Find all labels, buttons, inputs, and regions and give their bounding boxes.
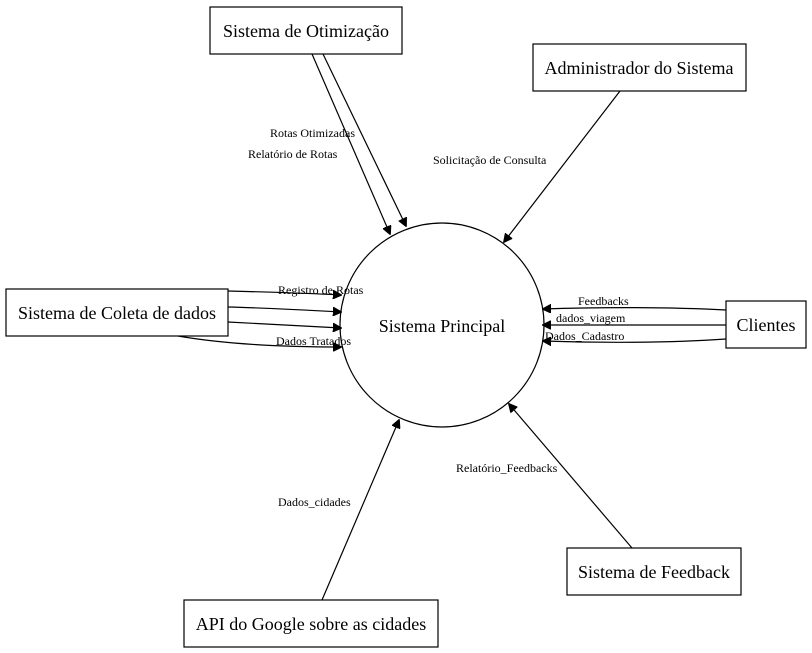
flow-registro-rotas bbox=[227, 291, 341, 295]
label-dados-viagem: dados_viagem bbox=[556, 311, 626, 325]
label-feedbacks: Feedbacks bbox=[578, 294, 629, 308]
flow-relatorio-rotas bbox=[322, 53, 406, 226]
entity-api-google-label: API do Google sobre as cidades bbox=[196, 614, 426, 634]
central-process: Sistema Principal bbox=[339, 222, 545, 428]
label-dados-tratados: Dados Tratados bbox=[276, 334, 351, 348]
entity-sistema-coleta-label: Sistema de Coleta de dados bbox=[18, 303, 216, 323]
label-dados-cidades: Dados_cidades bbox=[278, 495, 351, 509]
label-relatorio-feedbacks: Relatório_Feedbacks bbox=[456, 461, 558, 475]
entity-clientes-label: Clientes bbox=[737, 315, 796, 335]
entity-administrador-label: Administrador do Sistema bbox=[545, 58, 734, 78]
flow-coleta-2 bbox=[227, 306, 341, 312]
entity-sistema-coleta-box bbox=[5, 288, 229, 337]
flow-coleta-3 bbox=[227, 321, 341, 328]
label-registro-rotas: Registro de Rotas bbox=[278, 283, 364, 297]
flow-dados-tratados bbox=[177, 335, 341, 347]
entity-sistema-otimizacao-box bbox=[209, 6, 403, 55]
entity-sistema-otimizacao-label: Sistema de Otimização bbox=[223, 21, 389, 41]
flow-rotas-otimizadas bbox=[311, 53, 390, 234]
entity-clientes: Clientes bbox=[725, 300, 807, 349]
entity-administrador: Administrador do Sistema bbox=[532, 43, 747, 92]
entity-clientes-box bbox=[725, 300, 807, 349]
entity-sistema-feedback: Sistema de Feedback bbox=[566, 547, 742, 596]
entity-api-google-box bbox=[183, 599, 439, 648]
entity-sistema-otimizacao: Sistema de Otimização bbox=[209, 6, 403, 55]
entity-administrador-box bbox=[532, 43, 747, 92]
label-solicitacao-consulta: Solicitação de Consulta bbox=[433, 153, 547, 167]
entity-sistema-feedback-label: Sistema de Feedback bbox=[578, 562, 730, 582]
central-process-label: Sistema Principal bbox=[379, 316, 505, 336]
entity-sistema-coleta: Sistema de Coleta de dados bbox=[5, 288, 229, 337]
label-rotas-otimizadas: Rotas Otimizadas bbox=[270, 126, 355, 140]
flow-dados-cidades bbox=[321, 420, 399, 601]
label-relatorio-rotas: Relatório de Rotas bbox=[248, 147, 338, 161]
flow-solicitacao-consulta bbox=[504, 90, 621, 242]
flow-feedbacks bbox=[543, 308, 727, 310]
flow-dados-cadastro bbox=[543, 339, 727, 342]
entity-api-google: API do Google sobre as cidades bbox=[183, 599, 439, 648]
entity-sistema-feedback-box bbox=[566, 547, 742, 596]
label-dados-cadastro: Dados_Cadastro bbox=[545, 329, 624, 343]
flow-relatorio-feedbacks bbox=[509, 404, 633, 549]
